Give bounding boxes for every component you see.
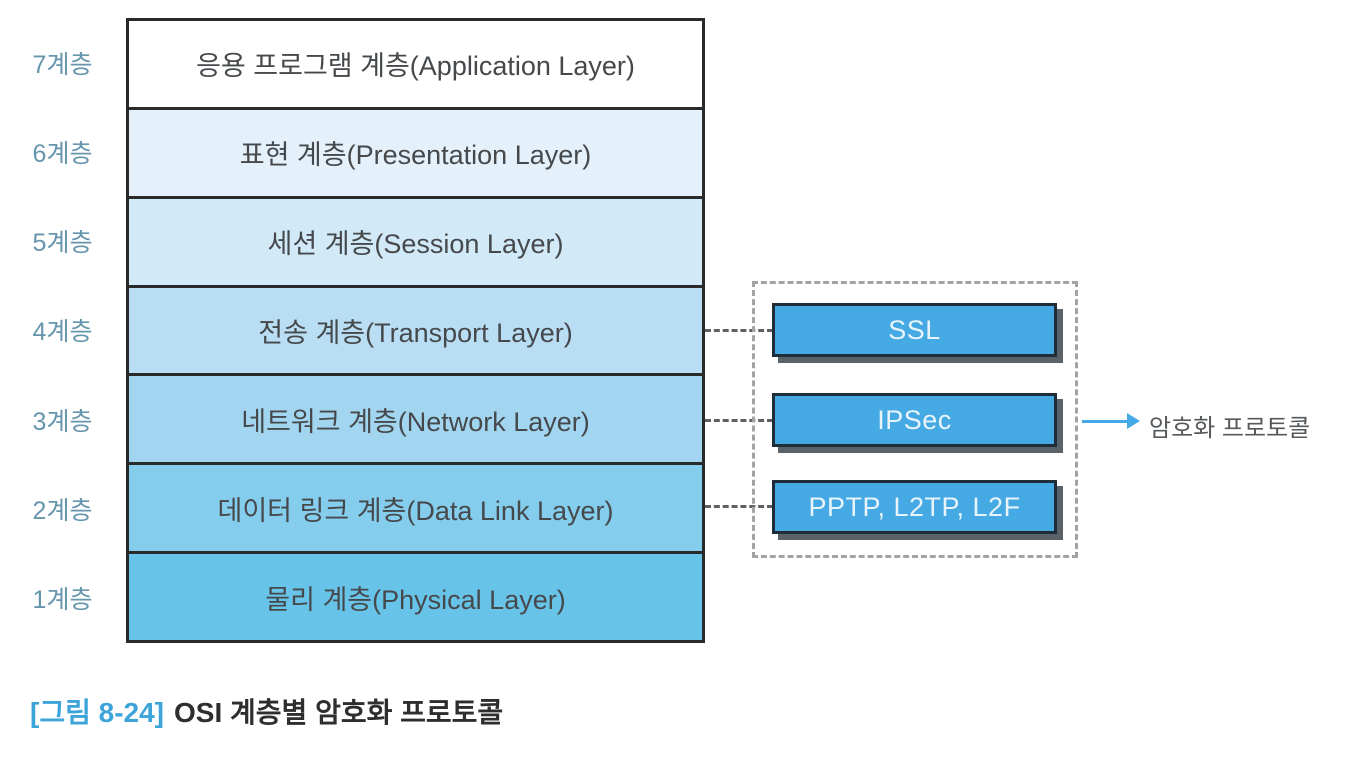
connector-network-ipsec: [705, 419, 773, 422]
layer-2-number: 2계층: [32, 497, 93, 526]
layer-4-number: 4계층: [32, 318, 93, 347]
protocol-box-ssl: SSL: [772, 303, 1057, 357]
layer-transport: 전송 계층(Transport Layer): [129, 287, 702, 377]
layer-6-number: 6계층: [32, 139, 93, 168]
protocol-box-pptp: PPTP, L2TP, L2F: [772, 480, 1057, 534]
connector-datalink-pptp: [705, 505, 773, 508]
layer-network: 네트워크 계층(Network Layer): [129, 376, 702, 466]
layer-3-number: 3계층: [32, 407, 93, 436]
osi-layer-stack: 응용 프로그램 계층(Application Layer) 표현 계층(Pres…: [126, 18, 705, 643]
layer-7-number: 7계층: [32, 50, 93, 79]
figure-caption-title: OSI 계층별 암호화 프로토콜: [174, 697, 504, 728]
figure-caption: [그림 8-24] OSI 계층별 암호화 프로토콜: [30, 691, 503, 731]
layer-5-number: 5계층: [32, 229, 93, 258]
layer-1-number: 1계층: [32, 586, 93, 615]
layer-session: 세션 계층(Session Layer): [129, 198, 702, 288]
annotation-arrow-line: [1082, 420, 1128, 423]
annotation-arrow-head-icon: [1127, 413, 1140, 429]
annotation-label: 암호화 프로토콜: [1149, 415, 1311, 442]
layer-physical: 물리 계층(Physical Layer): [129, 554, 702, 641]
protocol-group-frame: [752, 281, 1078, 558]
connector-transport-ssl: [705, 329, 773, 332]
layer-presentation: 표현 계층(Presentation Layer): [129, 109, 702, 199]
figure-caption-tag: [그림 8-24]: [30, 697, 164, 728]
layer-datalink: 데이터 링크 계층(Data Link Layer): [129, 465, 702, 555]
protocol-box-ipsec: IPSec: [772, 393, 1057, 447]
layer-application: 응용 프로그램 계층(Application Layer): [129, 21, 702, 110]
layer-number-column: 7계층 6계층 5계층 4계층 3계층 2계층 1계층: [10, 18, 115, 643]
